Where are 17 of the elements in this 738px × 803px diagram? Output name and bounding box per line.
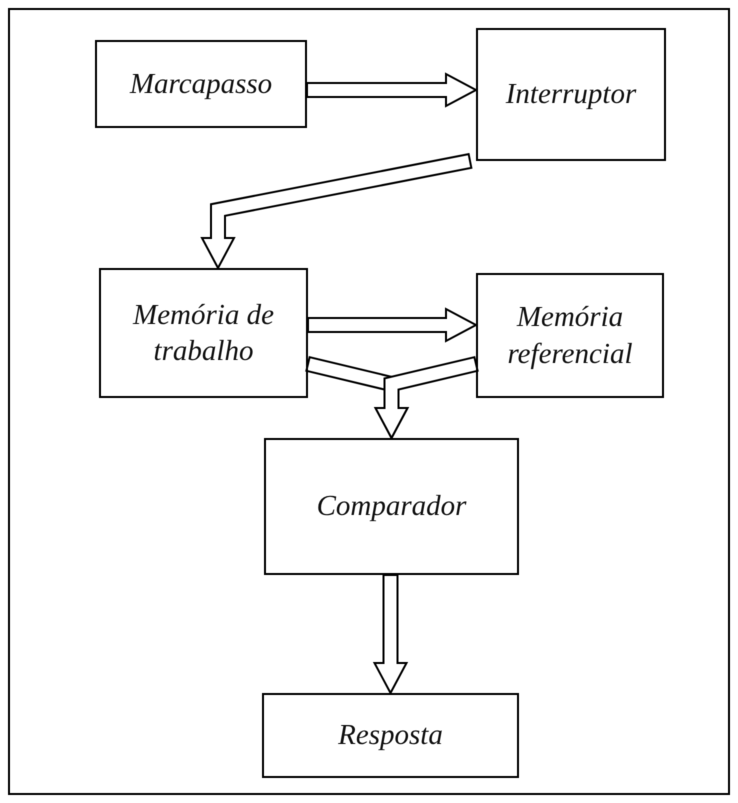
- process-box: [95, 40, 307, 128]
- block-arrow: [374, 356, 479, 440]
- block-arrow: [306, 72, 478, 108]
- process-box: [476, 28, 666, 161]
- process-box: [262, 693, 519, 778]
- process-box: [476, 273, 664, 398]
- block-arrow: [372, 574, 408, 696]
- block-arrow: [200, 152, 472, 270]
- process-box: [264, 438, 519, 575]
- box-label: Interruptor: [506, 77, 636, 112]
- box-label: Memória referencial: [506, 300, 634, 372]
- box-label: Memória de trabalho: [132, 298, 275, 369]
- box-label: Comparador: [316, 489, 466, 524]
- block-arrow: [307, 307, 478, 343]
- box-label: Marcapasso: [130, 66, 272, 102]
- process-box: [99, 268, 308, 398]
- box-label: Resposta: [338, 718, 443, 754]
